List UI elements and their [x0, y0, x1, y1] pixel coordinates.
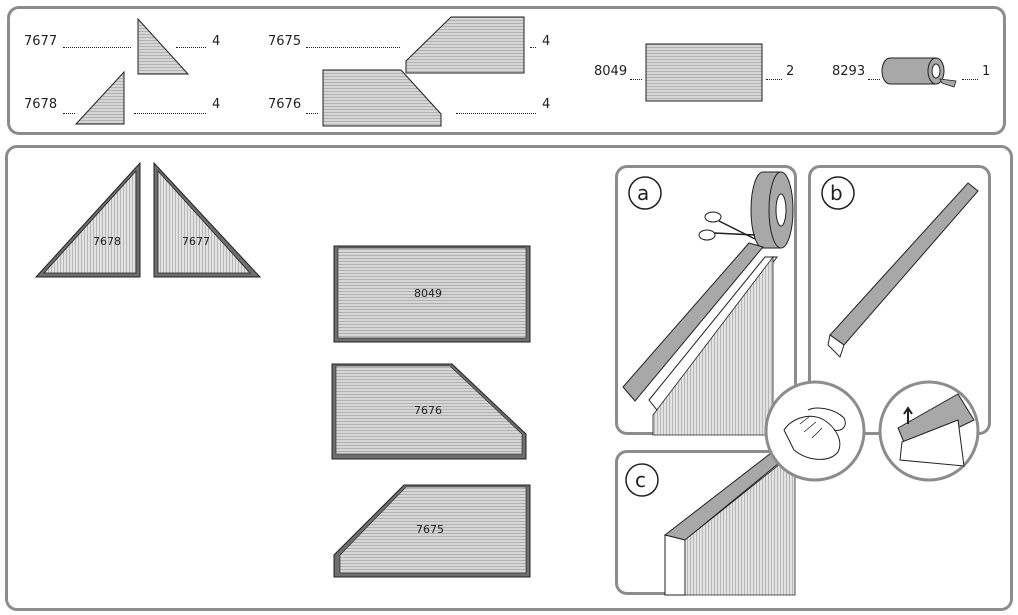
part-code-7675: 7675 [268, 34, 302, 49]
piece-8049: 8049 [333, 245, 531, 343]
scissors-icon [698, 211, 756, 241]
peel-backing-icon [878, 380, 980, 482]
part-qty-7677: 4 [212, 34, 221, 49]
part-code-7678: 7678 [24, 97, 58, 112]
part-shape-8049 [645, 43, 763, 102]
part-qty-7676: 4 [542, 97, 551, 112]
leader-dots [306, 113, 318, 114]
part-code-8049: 8049 [594, 64, 628, 79]
piece-7678: 7678 [34, 161, 141, 278]
part-qty-7675: 4 [542, 34, 551, 49]
part-code-7677: 7677 [24, 34, 58, 49]
step-b-label: b [830, 181, 843, 205]
leader-dots [530, 47, 536, 48]
part-qty-8049: 2 [786, 64, 795, 79]
part-shape-7676 [322, 69, 442, 127]
part-code-8293: 8293 [832, 64, 866, 79]
part-shape-7677 [137, 17, 190, 75]
leader-dots [962, 79, 978, 80]
piece-label-7675: 7675 [416, 523, 444, 536]
tape-roll-icon [881, 57, 957, 88]
piece-label-7676: 7676 [414, 404, 442, 417]
piece-7676: 7676 [331, 363, 527, 460]
leader-dots [630, 79, 642, 80]
leader-dots [176, 47, 206, 48]
piece-label-7678: 7678 [93, 235, 121, 248]
part-code-7676: 7676 [268, 97, 302, 112]
leader-dots [456, 113, 536, 114]
leader-dots [868, 79, 880, 80]
leader-dots [306, 47, 400, 48]
step-c-label: c [635, 468, 646, 492]
piece-label-7677: 7677 [182, 235, 210, 248]
leader-dots [63, 113, 75, 114]
step-c-illustration: c [625, 449, 797, 596]
leader-dots [766, 79, 782, 80]
parts-list-panel: 7677 4 7678 4 7675 4 7676 4 8049 2 8293 [7, 6, 1006, 135]
tape-roll-icon [750, 171, 794, 249]
leader-dots [63, 47, 131, 48]
part-shape-7678 [74, 70, 125, 125]
piece-7677: 7677 [153, 161, 262, 278]
leader-dots [134, 113, 206, 114]
piece-label-8049: 8049 [414, 287, 442, 300]
step-a-illustration: a [622, 171, 794, 436]
hand-wiping-icon [764, 380, 866, 482]
step-a-label: a [637, 181, 649, 205]
part-qty-8293: 1 [982, 64, 991, 79]
part-shape-7675 [405, 16, 525, 74]
piece-7675: 7675 [333, 484, 531, 578]
part-qty-7678: 4 [212, 97, 221, 112]
step-b-illustration: b [821, 176, 979, 358]
